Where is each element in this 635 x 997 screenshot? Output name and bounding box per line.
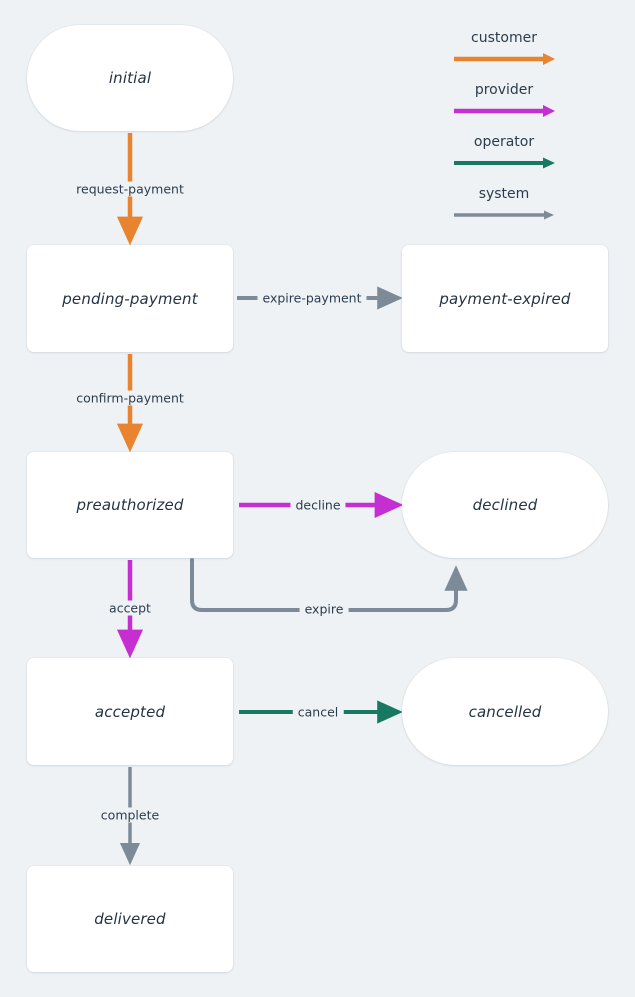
legend-label-customer: customer bbox=[471, 30, 537, 46]
edge-label-confirm-payment: confirm-payment bbox=[71, 390, 189, 406]
edge-label-expire: expire bbox=[299, 601, 349, 617]
state-node-label: declined bbox=[472, 496, 538, 514]
edge-label-cancel: cancel bbox=[292, 704, 344, 720]
legend-label-system: system bbox=[478, 186, 530, 202]
legend-item-provider: provider bbox=[450, 80, 610, 132]
legend-item-system: system bbox=[450, 184, 610, 236]
state-node-preauthorized[interactable]: preauthorized bbox=[27, 452, 233, 558]
edge-label-expire-payment: expire-payment bbox=[257, 290, 367, 306]
state-node-accepted[interactable]: accepted bbox=[27, 658, 233, 765]
state-node-cancelled[interactable]: cancelled bbox=[402, 658, 608, 765]
state-node-initial[interactable]: initial bbox=[27, 25, 233, 131]
legend-arrow-provider bbox=[454, 105, 555, 117]
legend-arrow-system bbox=[454, 210, 554, 220]
edge-label-accept: accept bbox=[104, 600, 156, 616]
legend-label-provider: provider bbox=[474, 82, 534, 98]
actor-legend: customer provider operator system bbox=[450, 28, 610, 236]
state-node-label: accepted bbox=[94, 702, 166, 721]
state-node-label: pending-payment bbox=[62, 289, 198, 308]
edge-label-complete: complete bbox=[95, 807, 165, 823]
state-node-label: cancelled bbox=[468, 702, 542, 721]
state-node-label: payment-expired bbox=[439, 289, 571, 308]
legend-item-customer: customer bbox=[450, 28, 610, 80]
state-node-delivered[interactable]: delivered bbox=[27, 866, 233, 972]
state-node-label: initial bbox=[108, 69, 152, 87]
legend-item-operator: operator bbox=[450, 132, 610, 184]
state-node-declined[interactable]: declined bbox=[402, 452, 608, 558]
edge-label-decline: decline bbox=[290, 497, 346, 513]
legend-label-operator: operator bbox=[473, 134, 535, 150]
legend-arrow-customer bbox=[454, 53, 555, 65]
edge-label-request-payment: request-payment bbox=[71, 181, 189, 197]
legend-arrow-operator bbox=[454, 157, 555, 169]
state-node-payment-expired[interactable]: payment-expired bbox=[402, 245, 608, 352]
state-node-pending-payment[interactable]: pending-payment bbox=[27, 245, 233, 352]
state-node-label: delivered bbox=[94, 910, 166, 928]
state-node-label: preauthorized bbox=[76, 496, 184, 514]
